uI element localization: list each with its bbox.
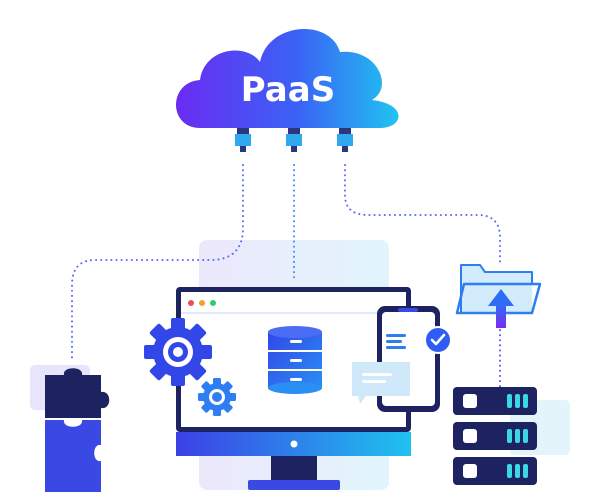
connector-left	[71, 164, 244, 361]
monitor-stand	[248, 480, 340, 490]
window-dot-orange	[199, 300, 205, 306]
puzzle-piece-top	[45, 368, 110, 418]
plug-center	[286, 128, 302, 152]
connector-lines	[71, 164, 501, 389]
cloud-label: PaaS	[241, 70, 335, 110]
server-unit	[453, 457, 537, 485]
window-dot-green	[210, 300, 216, 306]
check-badge-icon	[424, 326, 452, 354]
puzzle-piece-bottom	[45, 420, 101, 492]
small-gear-icon	[198, 378, 236, 416]
puzzle-icon	[45, 368, 110, 492]
folder-upload-icon	[455, 264, 542, 328]
server-unit	[453, 387, 537, 415]
smartphone-icon	[377, 306, 440, 412]
gear-icon	[144, 318, 212, 386]
monitor-power-dot	[290, 440, 298, 448]
window-dot-red	[188, 300, 194, 306]
server-unit	[453, 422, 537, 450]
plug-left	[235, 128, 251, 152]
database-icon	[268, 326, 322, 394]
cloud-plugs	[235, 128, 353, 152]
server-rack-icon	[453, 387, 537, 485]
cloud-icon: PaaS	[176, 29, 399, 128]
chat-bubble-icon	[352, 362, 410, 404]
plug-right	[337, 128, 353, 152]
monitor-neck	[271, 456, 317, 482]
